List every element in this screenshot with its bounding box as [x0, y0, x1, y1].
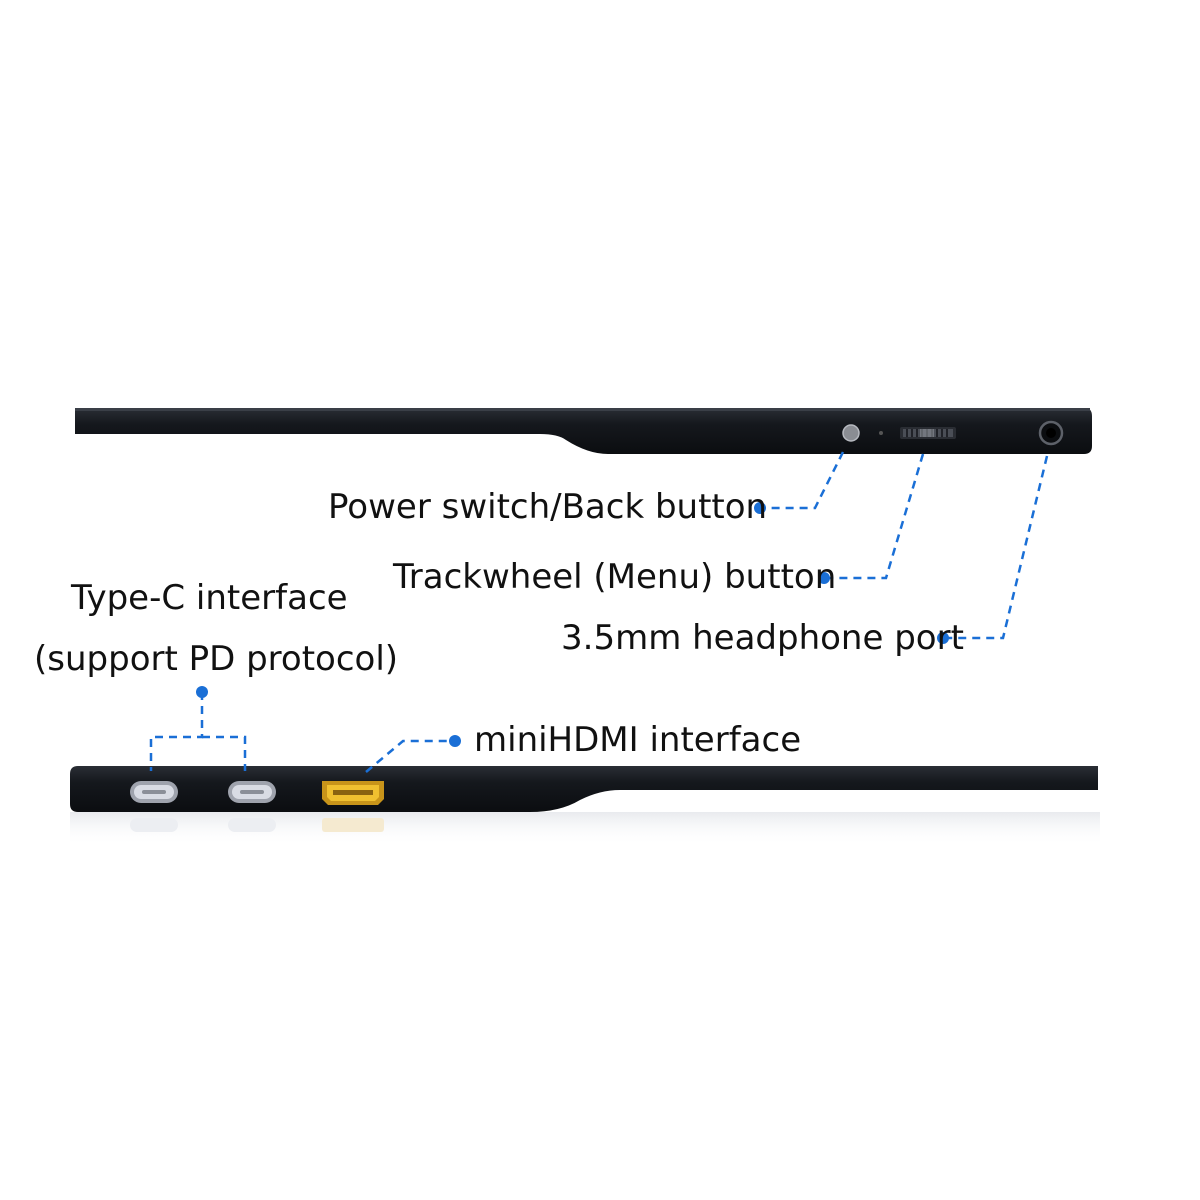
top-edge-highlight: [75, 408, 1090, 411]
trackwheel-label: Trackwheel (Menu) button: [393, 557, 837, 597]
callout-dot-power: [754, 502, 766, 514]
callout-dot-trackwheel: [818, 572, 830, 584]
top-device-body: [75, 408, 1092, 454]
power-button-icon[interactable]: [842, 424, 860, 442]
bottom-device-edge: [70, 766, 1100, 846]
callout-line-headphone: [944, 455, 1049, 640]
callout-line-hdmi: [365, 739, 453, 773]
power-button-label: Power switch/Back button: [328, 487, 768, 527]
callout-line-power: [762, 451, 845, 510]
mini-hdmi-reflection: [322, 818, 384, 832]
minihdmi-label: miniHDMI interface: [474, 720, 802, 760]
usb-c-reflection-2: [228, 818, 276, 832]
callout-dot-hdmi: [449, 735, 461, 747]
callout-dot-typec: [196, 686, 208, 698]
trackwheel-icon[interactable]: [900, 427, 956, 439]
top-device-edge: [75, 408, 1092, 454]
headphone-jack-icon[interactable]: [1038, 420, 1064, 446]
bottom-device-body: [70, 766, 1098, 812]
usb-c-reflection-1: [130, 818, 178, 832]
usb-c-port-2-icon[interactable]: [228, 781, 276, 803]
callout-line-trackwheel: [826, 453, 925, 580]
status-indicator-icon: [879, 431, 883, 435]
usb-c-port-1-icon[interactable]: [130, 781, 178, 803]
typec-label-line1: Type-C interface: [71, 578, 348, 618]
bottom-edge-reflection: [70, 812, 1100, 846]
typec-label-line2: (support PD protocol): [34, 639, 399, 679]
callout-line-typec: [149, 692, 204, 771]
callout-line-typec-2: [202, 735, 247, 771]
headphone-port-label: 3.5mm headphone port: [561, 618, 964, 658]
mini-hdmi-port-icon[interactable]: [322, 781, 384, 805]
callout-dot-headphone: [937, 632, 949, 644]
